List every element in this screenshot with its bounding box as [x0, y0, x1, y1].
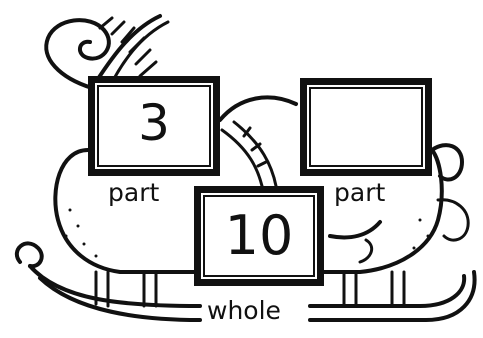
whole-value: 10	[225, 209, 294, 263]
whole-box[interactable]: 10	[194, 186, 324, 286]
part-left-label: part	[105, 180, 162, 205]
part-right-label: part	[331, 180, 388, 205]
part-left-value: 3	[138, 98, 170, 148]
whole-label: whole	[204, 298, 284, 323]
part-left-box[interactable]: 3	[88, 76, 220, 176]
part-right-box[interactable]	[300, 78, 432, 176]
sleigh-runner-top	[17, 243, 42, 266]
